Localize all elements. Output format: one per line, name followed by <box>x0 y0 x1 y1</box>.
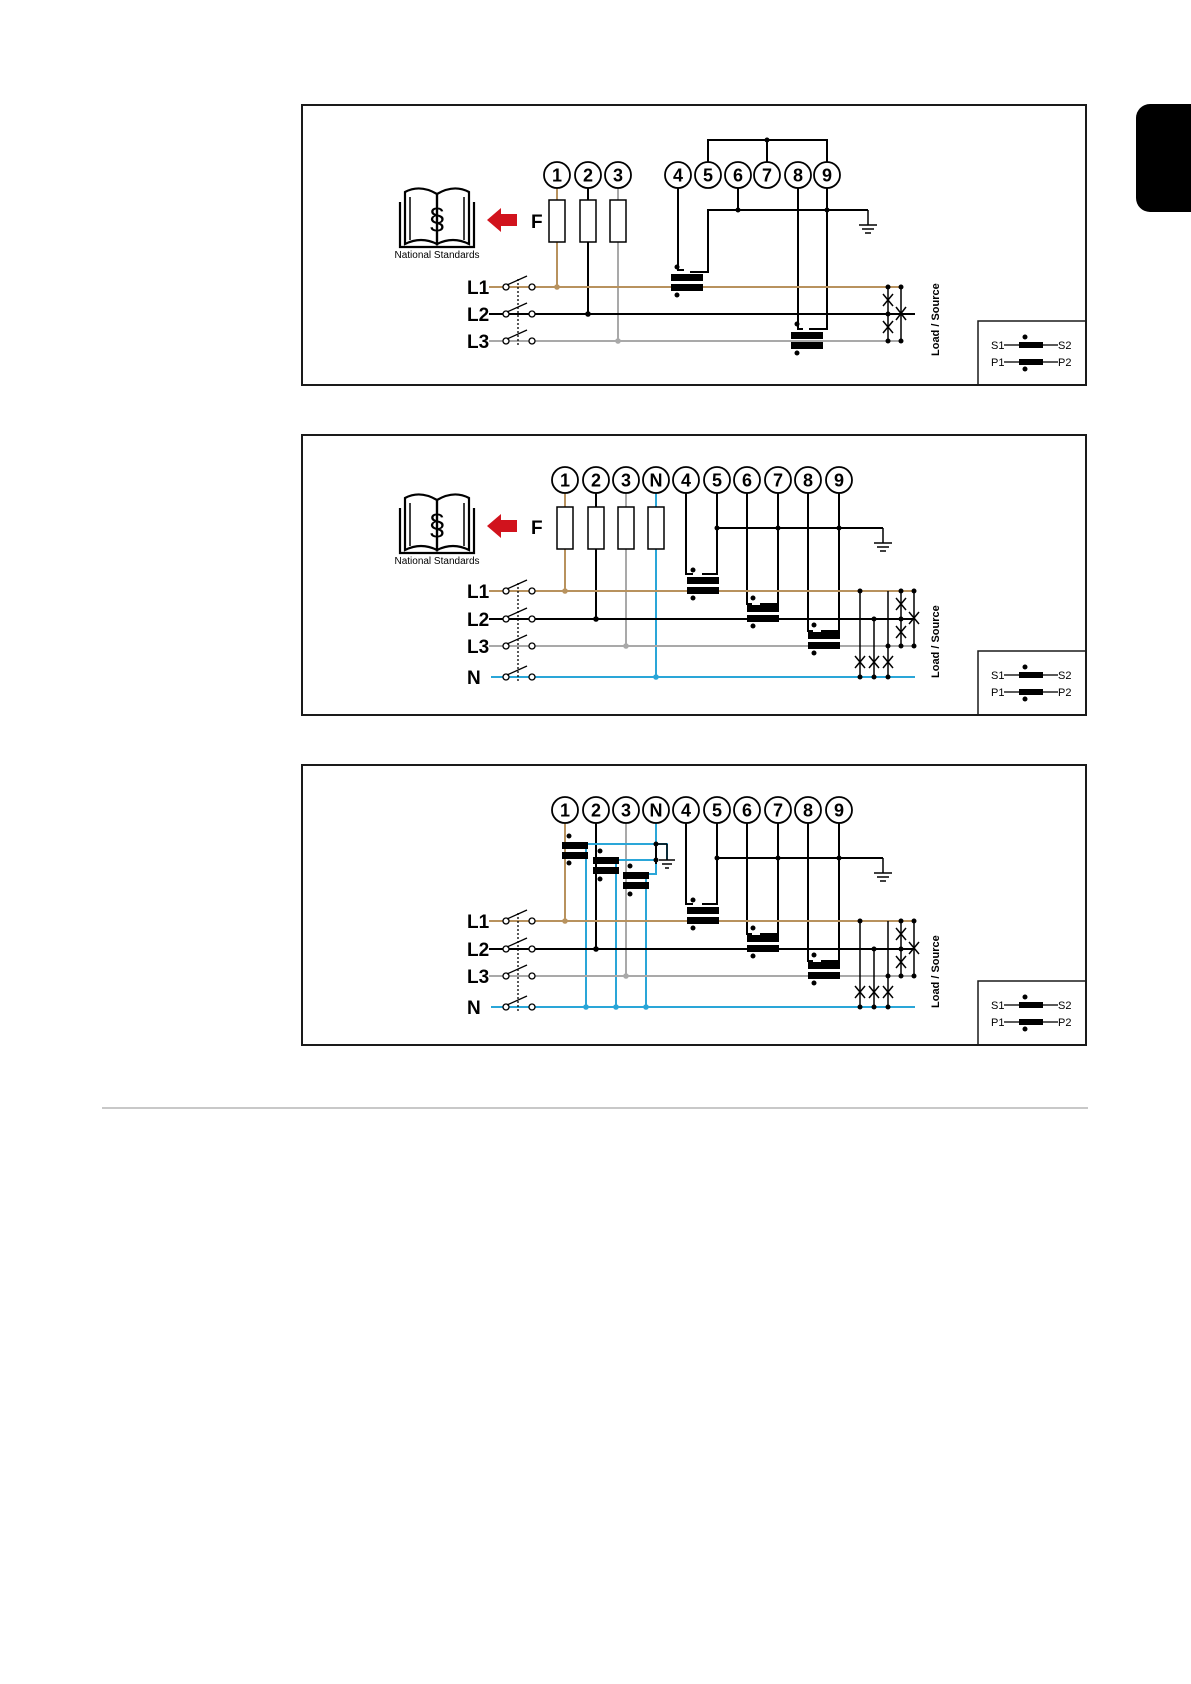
terminal-label: 1 <box>552 166 562 186</box>
legend-p2: P2 <box>1058 357 1071 369</box>
terminal-label: N <box>650 801 663 821</box>
ground-icon <box>659 844 675 868</box>
fuse-group <box>557 507 664 549</box>
fuse-label: F <box>531 212 543 233</box>
fuse-label: F <box>531 518 543 539</box>
ct-legend: S1 S2 P1 P2 <box>978 651 1086 715</box>
terminal-label: 2 <box>583 166 593 186</box>
voltage-transformer-icon <box>562 834 659 897</box>
wiring-diagram-4-wire: S1 S2 P1 P2 § National Standards F <box>301 434 1087 716</box>
national-standards-book-icon: § <box>400 494 474 553</box>
national-standards-label: National Standards <box>394 556 479 567</box>
wiring-diagram-4-wire-vt: S1 S2 P1 P2 <box>301 764 1087 1046</box>
terminal-label: 6 <box>742 801 752 821</box>
terminal-label: 3 <box>621 801 631 821</box>
wiring-diagram-3-wire-svg: S1 S2 P1 P2 § National Standards F <box>301 104 1087 386</box>
ct-legend: S1 S2 P1 P2 <box>978 981 1086 1045</box>
legend-p1: P1 <box>991 687 1004 699</box>
terminal-label: 7 <box>762 166 772 186</box>
terminal-label: 9 <box>822 166 832 186</box>
section-divider <box>102 1107 1088 1109</box>
legend-s2: S2 <box>1058 340 1071 352</box>
legend-p2: P2 <box>1058 1017 1071 1029</box>
line-label-L1: L1 <box>467 912 490 933</box>
load-source-label: Load / Source <box>930 605 942 678</box>
legend-s1: S1 <box>991 1000 1004 1012</box>
terminal-label: 9 <box>834 801 844 821</box>
national-standards-label: National Standards <box>394 250 479 261</box>
ground-icon <box>874 528 892 551</box>
line-label-L2: L2 <box>467 610 489 631</box>
line-label-L1: L1 <box>467 582 490 603</box>
legend-p1: P1 <box>991 1017 1004 1029</box>
ground-icon <box>874 858 892 881</box>
terminal-label: 5 <box>703 166 713 186</box>
line-label-L3: L3 <box>467 637 489 658</box>
current-transformer-icon <box>687 568 840 656</box>
load-terminal-group <box>855 921 919 1007</box>
load-source-label: Load / Source <box>930 935 942 1008</box>
switch-group <box>489 910 535 1011</box>
line-label-L2: L2 <box>467 940 489 961</box>
load-terminal-group <box>855 591 919 677</box>
terminal-label: 7 <box>773 801 783 821</box>
legend-p1: P1 <box>991 357 1004 369</box>
legend-s2: S2 <box>1058 670 1071 682</box>
ground-icon <box>859 210 877 233</box>
section-edge-tab <box>1136 104 1191 212</box>
legend-p2: P2 <box>1058 687 1071 699</box>
switch-group <box>489 580 535 681</box>
terminal-label: 8 <box>803 801 813 821</box>
terminal-label: 3 <box>613 166 623 186</box>
red-arrow-icon <box>487 208 517 232</box>
line-label-L3: L3 <box>467 332 489 353</box>
svg-text:§: § <box>429 509 446 542</box>
svg-text:§: § <box>429 203 446 236</box>
line-label-N: N <box>467 998 481 1019</box>
current-transformer-icon <box>687 898 840 986</box>
terminal-label: 2 <box>591 801 601 821</box>
wiring-diagram-3-wire: S1 S2 P1 P2 § National Standards F <box>301 104 1087 386</box>
terminal-label: 4 <box>673 166 683 186</box>
legend-s1: S1 <box>991 340 1004 352</box>
line-label-L2: L2 <box>467 305 489 326</box>
wiring-diagram-4-wire-svg: S1 S2 P1 P2 § National Standards F <box>301 434 1087 716</box>
terminal-label: 4 <box>681 801 691 821</box>
diagram-frame <box>302 105 1086 385</box>
wiring-diagram-4-wire-vt-svg: S1 S2 P1 P2 <box>301 764 1087 1046</box>
terminal-label: N <box>650 471 663 491</box>
terminal-label: 6 <box>733 166 743 186</box>
terminal-label: 1 <box>560 801 570 821</box>
red-arrow-icon <box>487 514 517 538</box>
line-label-L1: L1 <box>467 278 490 299</box>
terminal-label: 7 <box>773 471 783 491</box>
terminal-label: 6 <box>742 471 752 491</box>
terminal-label: 8 <box>803 471 813 491</box>
terminal-label: 2 <box>591 471 601 491</box>
terminal-label: 3 <box>621 471 631 491</box>
terminal-label: 1 <box>560 471 570 491</box>
terminal-label: 5 <box>712 801 722 821</box>
terminal-label: 9 <box>834 471 844 491</box>
line-label-N: N <box>467 668 481 689</box>
ct-legend: S1 S2 P1 P2 <box>978 321 1086 385</box>
load-source-label: Load / Source <box>930 283 942 356</box>
line-label-L3: L3 <box>467 967 489 988</box>
national-standards-book-icon: § <box>400 188 474 247</box>
fuse-group <box>549 200 626 242</box>
terminal-label: 4 <box>681 471 691 491</box>
terminal-label: 8 <box>793 166 803 186</box>
terminal-label: 5 <box>712 471 722 491</box>
legend-s1: S1 <box>991 670 1004 682</box>
legend-s2: S2 <box>1058 1000 1071 1012</box>
